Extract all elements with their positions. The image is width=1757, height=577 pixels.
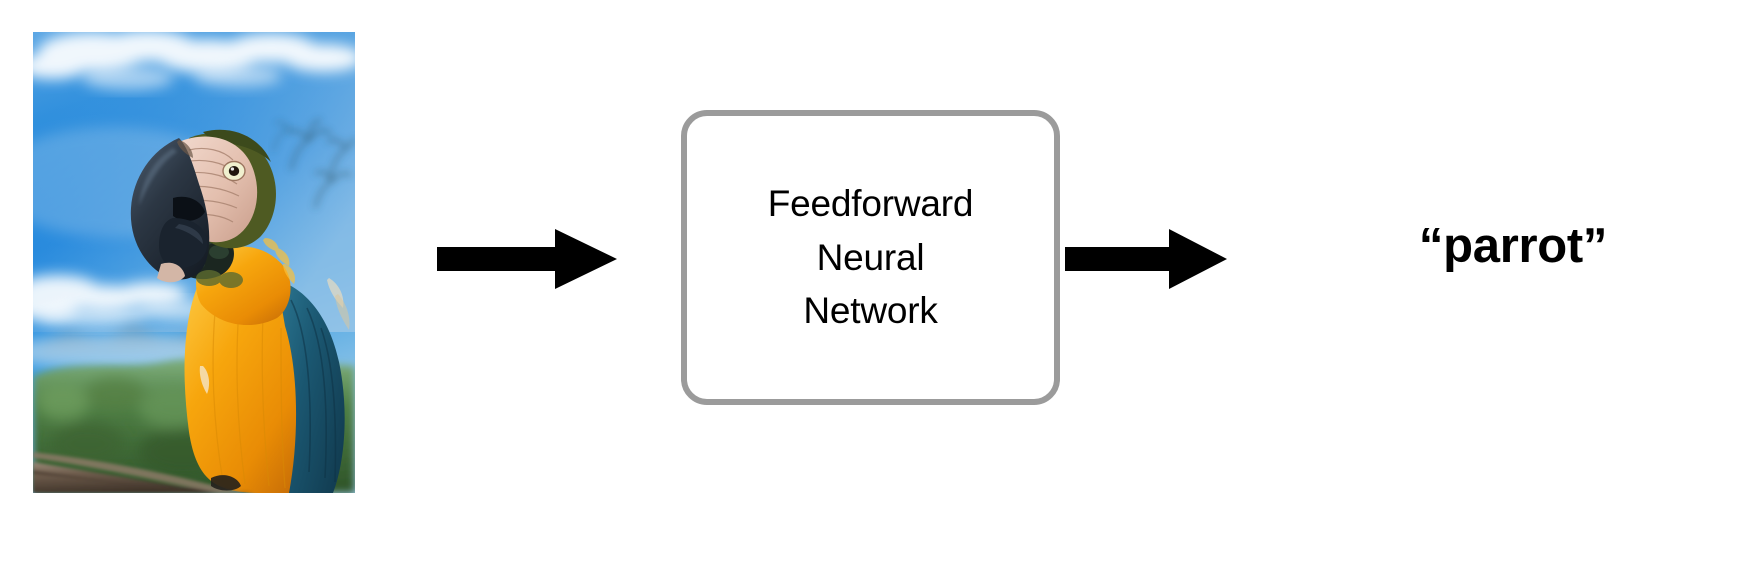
prediction-label: “parrot” <box>1418 219 1608 273</box>
model-label-line-1: Feedforward <box>767 183 974 225</box>
output-arrow <box>1065 229 1227 289</box>
feedforward-neural-network-box: Feedforward Neural Network <box>681 110 1060 405</box>
parrot-photo <box>33 32 355 493</box>
model-label-line-2: Neural <box>816 236 925 278</box>
model-label-line-3: Network <box>803 290 938 332</box>
input-arrow <box>437 229 617 289</box>
